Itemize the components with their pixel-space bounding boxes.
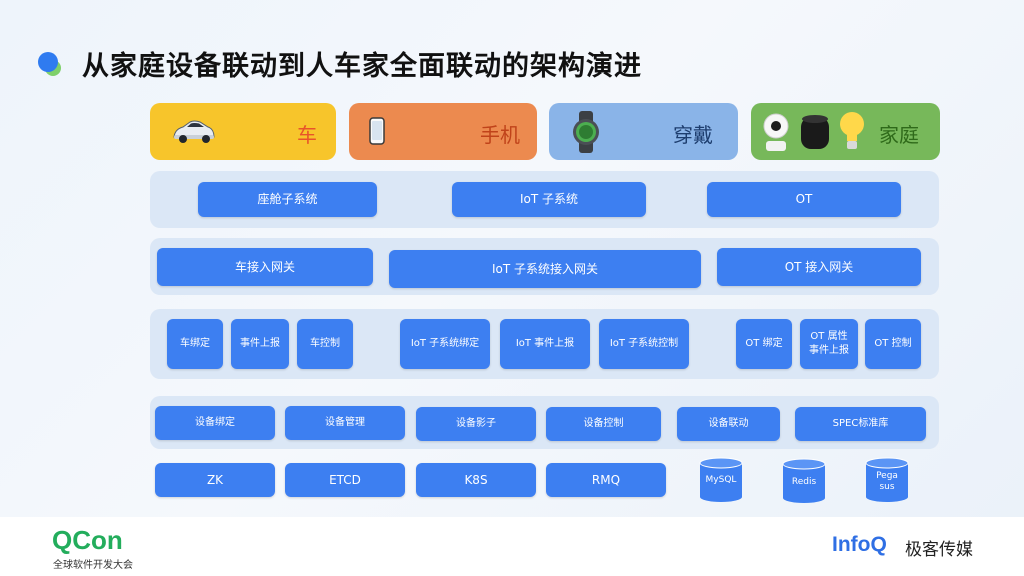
database-icon: [699, 457, 743, 502]
infra-zk: ZK: [155, 463, 275, 497]
category-phone: 手机: [349, 103, 537, 160]
car-bind: 车绑定: [167, 319, 223, 369]
ot-property-line1: OT 属性: [810, 331, 848, 342]
car-control: 车控制: [297, 319, 353, 369]
title-bullet-icon: [38, 52, 61, 76]
phone-icon: [369, 117, 385, 145]
device-linkage: 设备联动: [677, 407, 780, 441]
pegasus-line2: sus: [879, 482, 895, 492]
ot-property-event-report: OT 属性 事件上报: [800, 319, 858, 369]
page-title: 从家庭设备联动到人车家全面联动的架构演进: [82, 51, 642, 82]
iot-subsystem-bind: IoT 子系统绑定: [400, 319, 490, 369]
database-mysql-label: MySQL: [705, 475, 737, 485]
category-car: 车: [150, 103, 336, 160]
database-redis-label: Redis: [791, 477, 817, 487]
infra-rmq: RMQ: [546, 463, 666, 497]
category-wearable-label: 穿戴: [673, 123, 713, 147]
car-icon: [173, 120, 215, 143]
iot-gateway: IoT 子系统接入网关: [389, 250, 701, 288]
bulb-icon: [840, 112, 864, 149]
watch-icon: [573, 111, 599, 153]
camera-icon: [763, 113, 789, 151]
ot-bind: OT 绑定: [736, 319, 792, 369]
category-wearable: 穿戴: [549, 103, 738, 160]
qcon-logo: QCon: [52, 525, 123, 555]
iot-subsystem: IoT 子系统: [452, 182, 646, 217]
database-mysql: MySQL: [699, 457, 743, 503]
device-management: 设备管理: [285, 406, 405, 440]
device-control: 设备控制: [546, 407, 661, 441]
ot-control: OT 控制: [865, 319, 921, 369]
footer: [0, 517, 1024, 576]
database-pegasus-label: Pega sus: [865, 471, 909, 493]
car-event-report: 事件上报: [231, 319, 289, 369]
category-home: 家庭: [751, 103, 940, 160]
qcon-subtitle: 全球软件开发大会: [53, 560, 133, 571]
device-shadow: 设备影子: [416, 407, 536, 441]
infra-k8s: K8S: [416, 463, 536, 497]
iot-subsystem-control: IoT 子系统控制: [599, 319, 689, 369]
iot-event-report: IoT 事件上报: [500, 319, 590, 369]
ot-property-line2: 事件上报: [809, 345, 849, 356]
cockpit-subsystem: 座舱子系统: [198, 182, 377, 217]
car-gateway: 车接入网关: [157, 248, 373, 286]
speaker-icon: [801, 115, 829, 149]
database-icon: [865, 457, 909, 502]
spec-standard-library: SPEC标准库: [795, 407, 926, 441]
infoq-logo: InfoQ: [832, 533, 887, 556]
category-home-label: 家庭: [879, 123, 919, 147]
ot-gateway: OT 接入网关: [717, 248, 921, 286]
database-pegasus: Pega sus: [865, 457, 909, 503]
device-bind: 设备绑定: [155, 406, 275, 440]
category-car-label: 车: [297, 123, 317, 147]
category-phone-label: 手机: [480, 123, 520, 147]
database-redis: Redis: [782, 458, 826, 504]
ot-subsystem: OT: [707, 182, 901, 217]
database-icon: [782, 458, 826, 503]
geekbang-media-logo: 极客传媒: [905, 540, 973, 560]
pegasus-line1: Pega: [876, 471, 898, 481]
infra-etcd: ETCD: [285, 463, 405, 497]
